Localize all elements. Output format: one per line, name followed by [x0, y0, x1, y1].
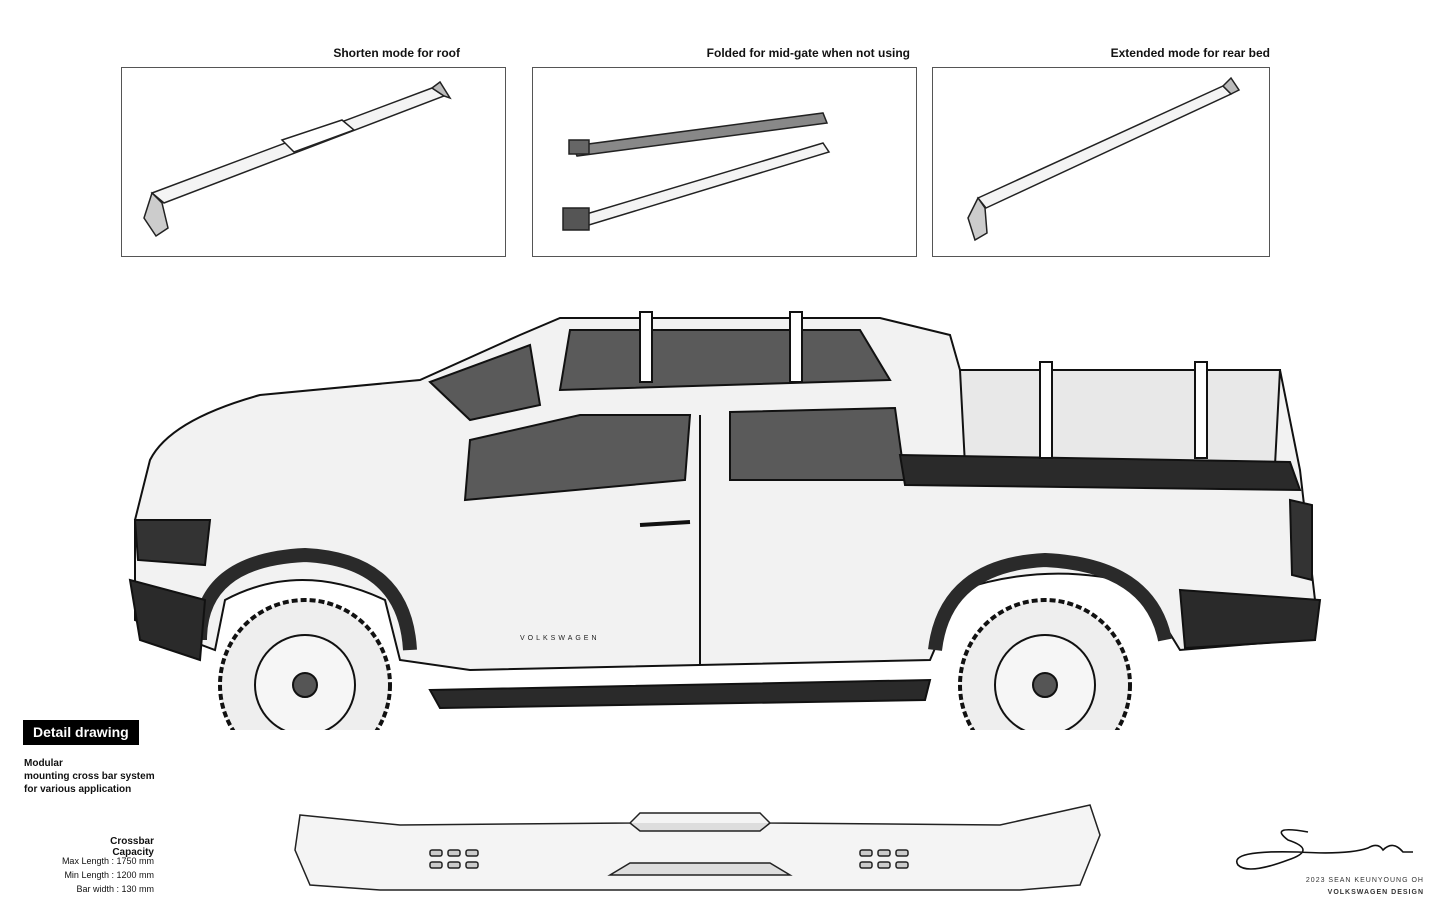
- door-handle: [639, 520, 691, 527]
- panel-roof-mode: [121, 67, 506, 257]
- panel-title-roof: Shorten mode for roof: [333, 46, 460, 60]
- signature-logo: [1235, 829, 1413, 870]
- description-line: Modular: [24, 758, 63, 769]
- roof-panel: [558, 329, 892, 392]
- truck-bed: [958, 369, 1282, 466]
- crossbar-extended-illustration: [967, 76, 1241, 242]
- panel-extended-mode: [932, 67, 1270, 257]
- windshield: [428, 343, 542, 422]
- crossbar-detail-drawing: [294, 804, 1101, 891]
- capacity-title: Crossbar Capacity: [110, 836, 154, 858]
- rear-fender: [928, 552, 1172, 651]
- door-badge: VOLKSWAGEN: [520, 635, 600, 642]
- panel-title-midgate: Folded for mid-gate when not using: [706, 46, 910, 60]
- bed-crossbar-rear: [1194, 361, 1208, 459]
- bed-crossbar-front: [1039, 361, 1053, 459]
- taillight: [1288, 498, 1313, 582]
- credit-line-1: 2023 SEAN KEUNYOUNG OH: [1305, 877, 1424, 884]
- front-bumper: [128, 578, 207, 662]
- front-wheel: [218, 598, 392, 730]
- side-step: [428, 678, 932, 710]
- crossbar-shorten-illustration: [143, 80, 452, 238]
- panel-folded-mode: [532, 67, 917, 257]
- rear-wheel: [958, 598, 1132, 730]
- description-line: mounting cross bar system: [24, 771, 155, 782]
- roof-crossbar-front: [639, 311, 653, 383]
- pickup-truck-drawing: VOLKSWAGEN: [128, 311, 1322, 730]
- detail-description: Modular mounting cross bar system for va…: [24, 757, 155, 796]
- credit-line-2: VOLKSWAGEN DESIGN: [1327, 889, 1424, 896]
- rear-window: [729, 406, 907, 481]
- front-fender: [193, 547, 417, 651]
- panel-title-rear-bed: Extended mode for rear bed: [1110, 46, 1270, 60]
- front-window: [463, 414, 692, 502]
- capacity-bar-width: Bar width : 130 mm: [76, 884, 154, 894]
- rear-bumper: [1178, 588, 1322, 650]
- capacity-max-length: Max Length : 1750 mm: [61, 856, 154, 866]
- description-line: for various application: [24, 784, 132, 795]
- crossbar-folded-illustration: [562, 112, 831, 231]
- bed-rail: [898, 453, 1302, 492]
- capacity-min-length: Min Length : 1200 mm: [64, 870, 154, 880]
- detail-drawing-badge: Detail drawing: [23, 720, 139, 745]
- roof-crossbar-rear: [789, 311, 803, 383]
- headlight: [133, 519, 212, 567]
